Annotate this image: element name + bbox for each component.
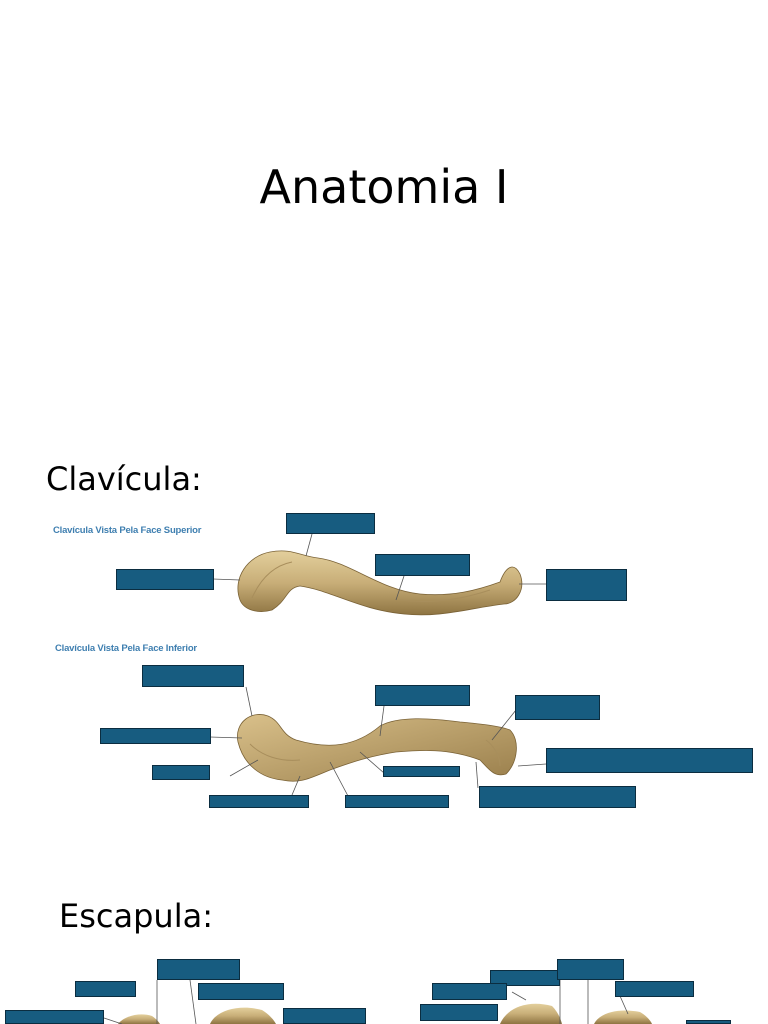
scapula-illustrations [118,1003,652,1024]
label-box [546,748,753,773]
label-box [5,1010,104,1024]
label-box [152,765,210,780]
page-title: Anatomia I [259,160,509,214]
label-box [615,981,694,997]
label-box [100,728,211,744]
label-box [75,981,136,997]
label-box [557,959,624,980]
label-box [209,795,309,808]
label-box [283,1008,366,1024]
label-box [116,569,214,590]
escapula-heading: Escapula: [59,897,213,935]
label-box [383,766,460,777]
label-box [157,959,240,980]
label-box [375,554,470,576]
label-box [479,786,636,808]
clavicula-superior-caption: Clavícula Vista Pela Face Superior [53,525,202,536]
label-box [142,665,244,687]
label-box [375,685,470,706]
label-box [515,695,600,720]
label-box [420,1004,498,1021]
label-box [286,513,375,534]
label-box [546,569,627,601]
label-box [345,795,449,808]
clavicle-superior-illustration [237,550,523,616]
label-box [686,1020,731,1024]
clavicula-inferior-caption: Clavícula Vista Pela Face Inferior [55,643,197,654]
clavicle-inferior-illustration [237,714,517,782]
label-box [198,983,284,1000]
label-box [432,983,507,1000]
clavicula-heading: Clavícula: [46,460,202,498]
